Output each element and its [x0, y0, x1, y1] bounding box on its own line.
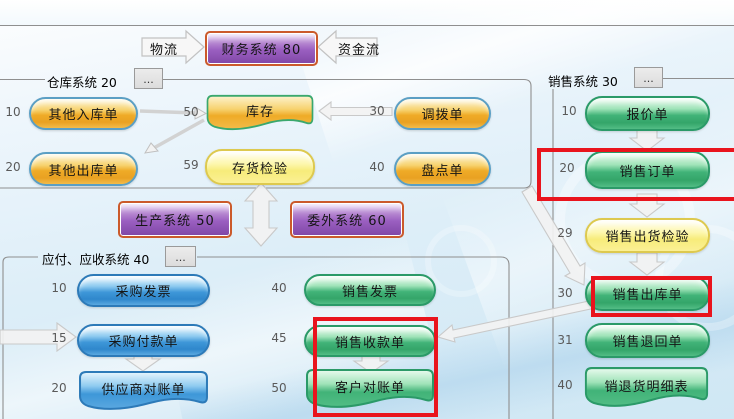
- node-quotation[interactable]: 报价单: [585, 96, 710, 131]
- arrow-to-sales-outbound: [521, 185, 586, 286]
- logistics-arrow: [141, 29, 205, 65]
- logistics-arrow-label: 物流: [150, 43, 179, 58]
- payable-more-button[interactable]: ...: [165, 246, 196, 267]
- production-system-button[interactable]: 生产系统 50: [118, 201, 232, 238]
- cashflow-arrow-label: 资金流: [338, 43, 381, 58]
- node-num: 20: [5, 160, 21, 174]
- sales-section-title: 销售系统 30: [548, 74, 618, 89]
- warehouse-more-button[interactable]: ...: [134, 68, 163, 89]
- node-stocktake-order[interactable]: 盘点单: [394, 152, 491, 186]
- arrow-stock-to-outbound: [151, 118, 205, 151]
- arrow-inbound-to-stock: [139, 109, 197, 115]
- node-num: 59: [183, 158, 199, 172]
- node-sales-order[interactable]: 销售订单: [585, 151, 710, 189]
- node-sales-receipt[interactable]: 销售收款单: [304, 325, 436, 357]
- finance-system-button[interactable]: 财务系统 80: [205, 31, 318, 66]
- node-transfer-order[interactable]: 调拨单: [394, 97, 491, 130]
- node-num: 10: [561, 104, 577, 118]
- node-num: 20: [51, 381, 67, 395]
- node-sales-outbound-order[interactable]: 销售出库单: [585, 276, 710, 311]
- node-num: 10: [51, 281, 67, 295]
- node-other-outbound-order[interactable]: 其他出库单: [29, 152, 138, 186]
- arrow-order-to-inspect: [628, 193, 666, 218]
- node-sales-shipment-inspection[interactable]: 销售出货检验: [585, 218, 710, 253]
- node-num: 30: [557, 286, 573, 300]
- arrow-inspect-to-outbound: [628, 252, 666, 276]
- node-num: 45: [271, 331, 287, 345]
- arrow-quote-to-order: [628, 129, 666, 152]
- node-customer-statement[interactable]: 客户对账单: [304, 368, 436, 410]
- node-other-inbound-order[interactable]: 其他入库单: [29, 97, 138, 130]
- node-num: 30: [369, 104, 385, 118]
- warehouse-thin-arrows: [139, 106, 208, 154]
- payable-section-title: 应付、应收系统 40: [42, 252, 150, 267]
- node-num: 29: [557, 226, 573, 240]
- node-sales-return-detail-report[interactable]: 销退货明细表: [583, 366, 710, 409]
- node-num: 20: [559, 161, 575, 175]
- node-sales-invoice[interactable]: 销售发票: [304, 274, 436, 306]
- node-stock-inspection[interactable]: 存货检验: [205, 149, 315, 185]
- outsourcing-system-button[interactable]: 委外系统 60: [290, 201, 404, 238]
- node-stock[interactable]: 库存: [205, 94, 315, 132]
- sales-more-button[interactable]: ...: [634, 67, 663, 88]
- node-num: 50: [183, 105, 199, 119]
- node-num: 15: [51, 331, 67, 345]
- node-supplier-statement[interactable]: 供应商对账单: [77, 370, 210, 412]
- node-purchase-payment[interactable]: 采购付款单: [77, 324, 210, 357]
- node-num: 31: [557, 333, 573, 347]
- node-purchase-invoice[interactable]: 采购发票: [77, 274, 210, 307]
- node-num: 10: [5, 105, 21, 119]
- node-num: 40: [557, 378, 573, 392]
- node-num: 50: [271, 381, 287, 395]
- node-num: 40: [369, 160, 385, 174]
- arrow-double-vertical: [243, 182, 279, 247]
- node-num: 40: [271, 281, 287, 295]
- node-sales-return-order[interactable]: 销售退回单: [585, 323, 710, 358]
- warehouse-section-title: 仓库系统 20: [47, 75, 117, 90]
